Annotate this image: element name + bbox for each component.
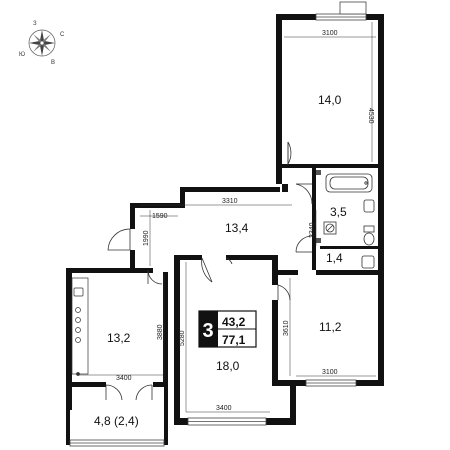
- dim-kitchen-width: 3400: [116, 375, 132, 382]
- room-area-hall: 13,4: [225, 221, 249, 235]
- wc-sink-icon: [361, 255, 375, 269]
- sink-bathroom-icon: [363, 199, 375, 213]
- compass-west-letter: Ю: [19, 52, 25, 58]
- room-area-wc: 1,4: [326, 251, 343, 265]
- dim-living-height: 5280: [179, 330, 186, 346]
- bathtub-icon: [325, 173, 373, 193]
- room-area-balcony: 4,8 (2,4): [94, 414, 139, 428]
- compass-east-letter: С: [60, 32, 65, 38]
- dim-hall-left-height: 1990: [143, 230, 150, 246]
- room-area-bedroom-bottom-right: 11,2: [319, 320, 342, 334]
- dim-hall-left-width: 1590: [152, 213, 168, 220]
- walls: [66, 14, 384, 445]
- dim-hall-width: 3310: [222, 198, 238, 205]
- dim-bath-height: 3340: [309, 222, 316, 238]
- dim-living-width: 3400: [216, 405, 232, 412]
- dim-bottom-right-height: 3610: [283, 320, 290, 336]
- doors: [105, 141, 313, 401]
- compass-north-letter: З: [33, 21, 37, 27]
- room-area-kitchen: 13,2: [107, 331, 131, 345]
- dim-top-right-width: 3100: [322, 30, 338, 37]
- dimension-lines: [78, 22, 376, 413]
- compass-rose: З С В Ю: [19, 21, 65, 66]
- room-area-bathroom: 3,5: [330, 205, 347, 219]
- windows: [69, 1, 367, 447]
- compass-south-letter: В: [51, 60, 55, 66]
- toilet-icon: [363, 225, 375, 246]
- kitchen-counter-icon: [71, 277, 89, 376]
- room-area-bedroom-top-right: 14,0: [318, 93, 342, 107]
- badge-living-area: 43,2: [222, 315, 246, 329]
- badge-total-area: 77,1: [222, 333, 246, 347]
- badge-rooms-count: 3: [203, 320, 214, 342]
- riser-marks: [316, 170, 321, 243]
- dim-kitchen-height: 3880: [157, 324, 164, 340]
- dim-top-right-height: 4530: [367, 108, 374, 124]
- dim-bottom-right-width: 3100: [322, 369, 338, 376]
- area-badge: 3 43,2 77,1: [198, 310, 257, 348]
- washing-machine-icon: [323, 221, 337, 235]
- room-area-living-room: 18,0: [216, 359, 240, 373]
